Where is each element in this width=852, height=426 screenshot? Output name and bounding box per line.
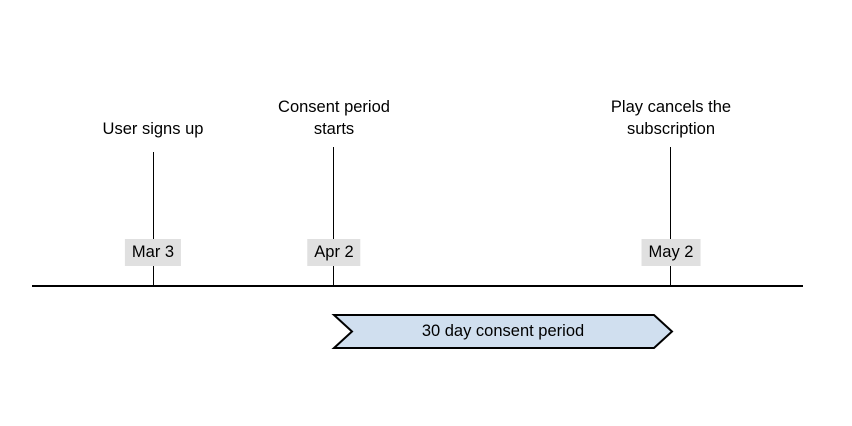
event-tick-consent-period-starts <box>333 147 334 286</box>
event-label-user-signs-up: User signs up <box>102 120 204 138</box>
event-date-user-signs-up: Mar 3 <box>124 239 182 266</box>
event-tick-user-signs-up <box>153 152 154 286</box>
event-tick-play-cancels-subscription <box>670 147 671 286</box>
event-date-consent-period-starts: Apr 2 <box>307 239 361 266</box>
consent-period-banner-shape <box>331 314 674 349</box>
consent-period-banner: 30 day consent period <box>331 314 674 349</box>
event-date-play-cancels-subscription: May 2 <box>641 239 701 266</box>
event-label-play-cancels-subscription: Play cancels the subscription <box>610 98 732 138</box>
timeline-axis <box>32 285 803 287</box>
event-label-consent-period-starts: Consent period starts <box>278 98 390 138</box>
